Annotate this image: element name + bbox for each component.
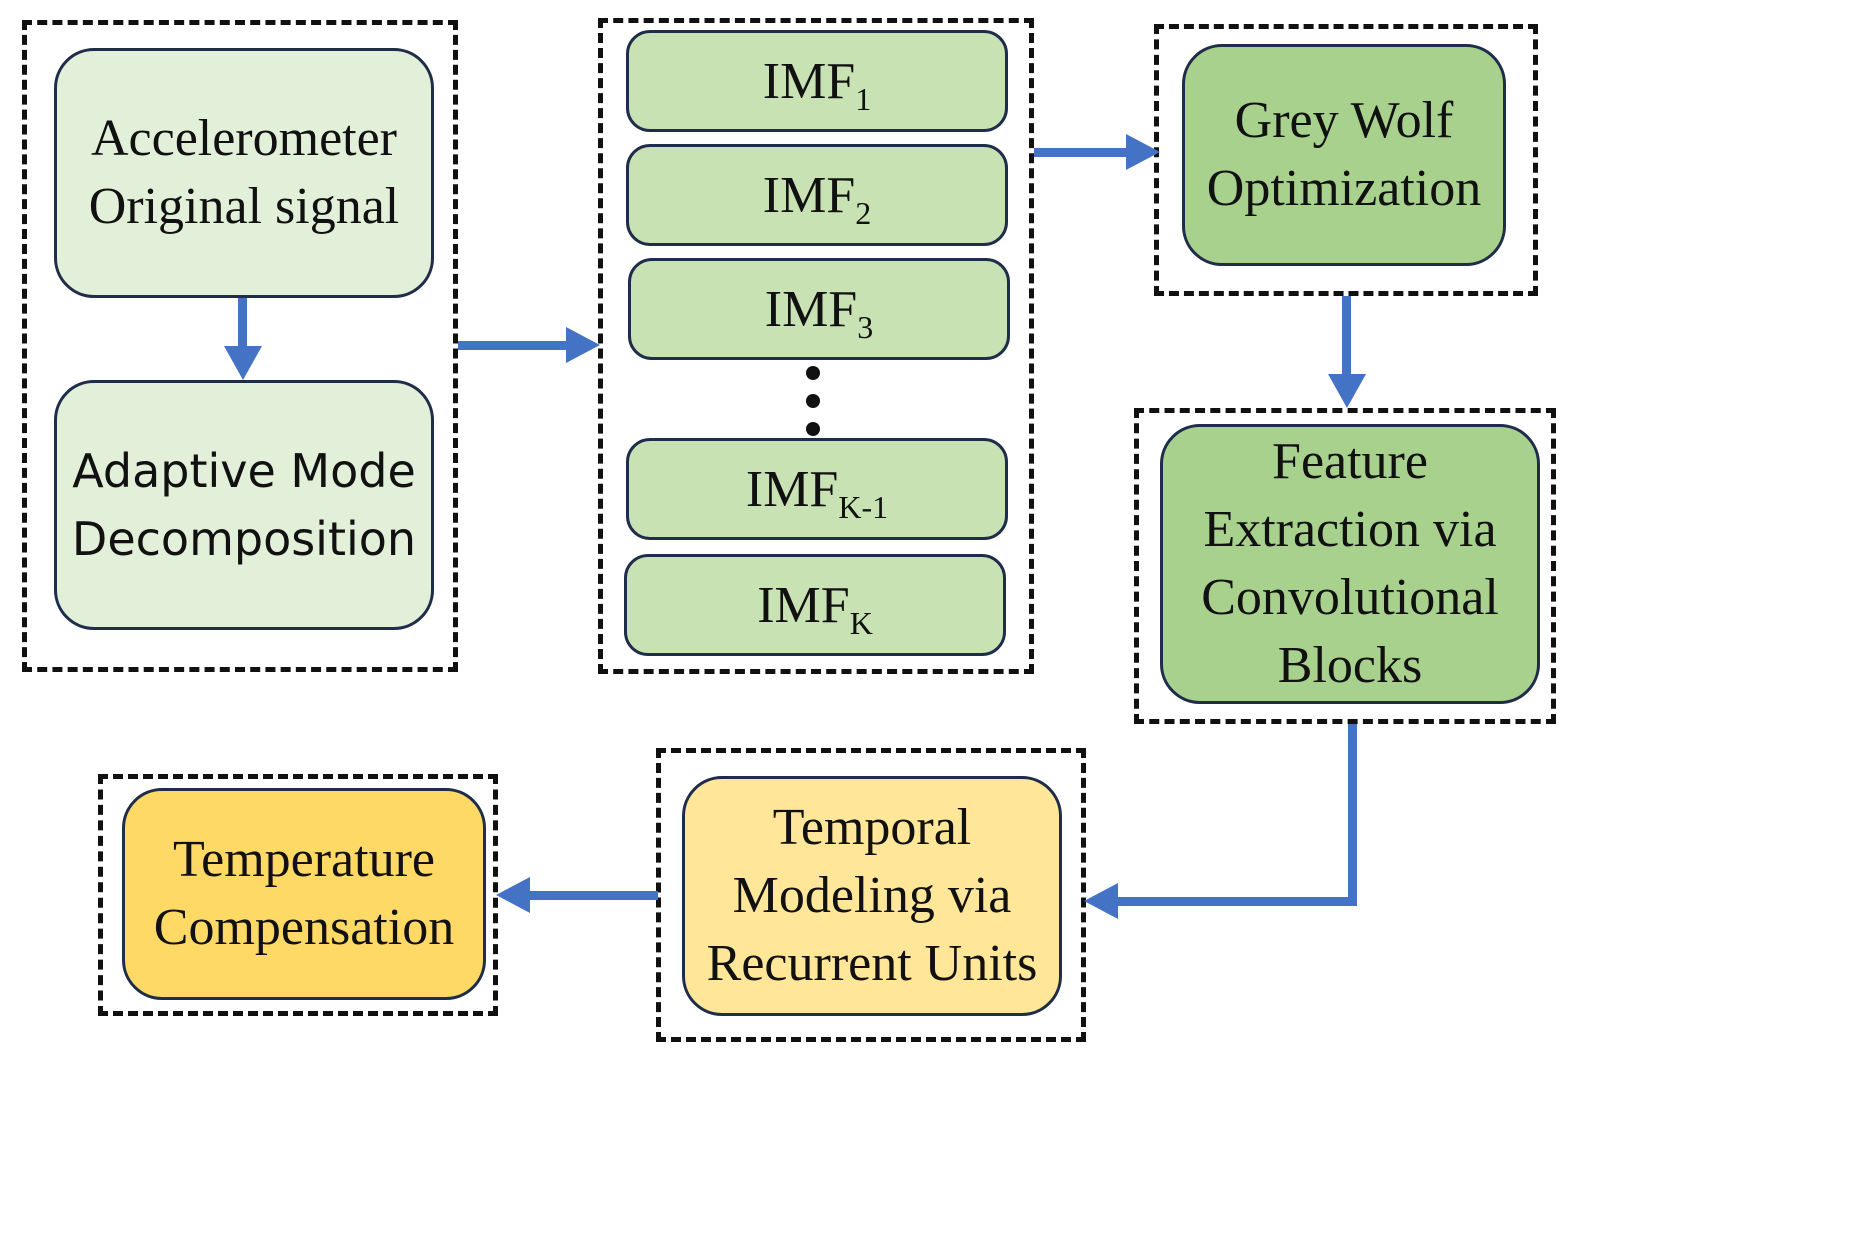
group-signal-decomposition xyxy=(22,20,458,672)
group-temperature-compensation xyxy=(98,774,498,1016)
temporal-modeling-node: Temporal Modeling via Recurrent Units xyxy=(682,776,1062,1016)
temperature-compensation-node: Temperature Compensation xyxy=(122,788,486,1000)
imf-box-k: IMFK xyxy=(624,554,1006,656)
arrowhead-decomposition-to-imfs xyxy=(566,327,600,363)
arrowhead-gwo-to-feature xyxy=(1328,374,1366,408)
imf-box-1: IMF1 xyxy=(626,30,1008,132)
ellipsis-vertical-icon xyxy=(806,366,820,436)
accelerometer-signal-node: Accelerometer Original signal xyxy=(54,48,434,298)
group-gwo xyxy=(1154,24,1538,296)
arrow-imfs-to-gwo xyxy=(1034,148,1130,157)
imf-label-2: IMF2 xyxy=(762,166,872,231)
adaptive-mode-decomposition-node: Adaptive Mode Decomposition xyxy=(54,380,434,630)
grey-wolf-optimization-node: Grey Wolf Optimization xyxy=(1182,44,1506,266)
arrowhead-temporal-to-compensation xyxy=(496,877,530,913)
group-temporal-modeling xyxy=(656,748,1086,1042)
feature-extraction-node: Feature Extraction via Convolutional Blo… xyxy=(1160,424,1540,704)
arrow-feature-to-temporal-vertical xyxy=(1348,724,1357,906)
group-feature-extraction xyxy=(1134,408,1556,724)
arrowhead-accel-to-amd xyxy=(224,346,262,380)
arrow-temporal-to-compensation xyxy=(524,891,658,900)
imf-label-k: IMFK xyxy=(757,576,873,641)
imf-label-3: IMF3 xyxy=(764,280,874,345)
imf-box-k-minus-1: IMFK-1 xyxy=(626,438,1008,540)
arrowhead-imfs-to-gwo xyxy=(1126,134,1160,170)
imf-label-k-minus-1: IMFK-1 xyxy=(745,460,889,525)
arrowhead-feature-to-temporal xyxy=(1084,883,1118,919)
arrow-gwo-to-feature xyxy=(1342,296,1351,376)
arrow-feature-to-temporal-horizontal xyxy=(1112,897,1357,906)
group-imf-list xyxy=(598,18,1034,674)
imf-box-3: IMF3 xyxy=(628,258,1010,360)
arrow-accel-to-amd xyxy=(238,298,247,350)
imf-label-1: IMF1 xyxy=(762,52,872,117)
imf-box-2: IMF2 xyxy=(626,144,1008,246)
arrow-decomposition-to-imfs xyxy=(458,341,570,350)
